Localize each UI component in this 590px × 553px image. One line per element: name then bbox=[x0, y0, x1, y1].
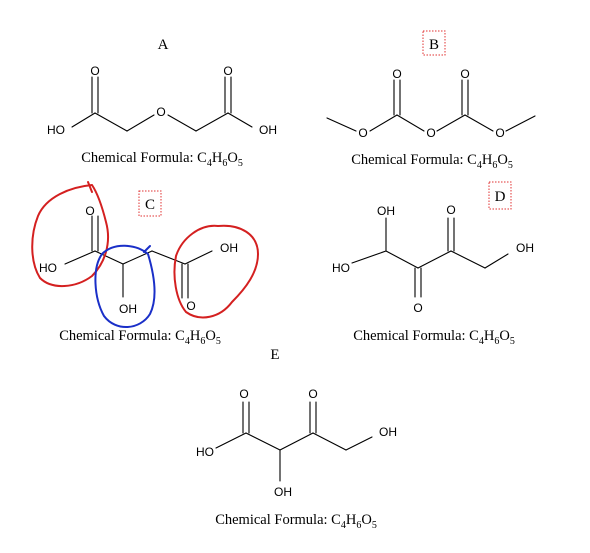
structure-d: D OH O HO O OH Chemical Formula: C4H6O5 bbox=[332, 181, 534, 347]
structure-b-atom-o2: O bbox=[460, 67, 469, 81]
structure-a-label: A bbox=[158, 37, 169, 53]
structure-b-atom-o4: O bbox=[426, 126, 435, 140]
red-annotation-left-carboxyl bbox=[31, 181, 110, 287]
structure-c-formula: Chemical Formula: C4H6O5 bbox=[59, 328, 221, 347]
structure-d-atom-o-bottom: O bbox=[413, 301, 422, 315]
structure-d-atom-oh-right: OH bbox=[516, 241, 534, 255]
structure-c-atom-o-top: O bbox=[85, 204, 94, 218]
structure-a-atom-oh: OH bbox=[259, 123, 277, 137]
structure-a-atom-o-ether: O bbox=[156, 105, 165, 119]
structure-b-bonds bbox=[326, 79, 536, 132]
structure-b-atom-o3: O bbox=[358, 126, 367, 140]
blue-annotation-hydroxyl bbox=[94, 244, 156, 328]
structure-e: E O O HO OH OH Chemical Formula: C4H6O5 bbox=[196, 347, 397, 531]
structure-c-label-box bbox=[138, 190, 162, 217]
structure-b-label: B bbox=[429, 37, 439, 53]
structure-e-atom-ho: HO bbox=[196, 445, 214, 459]
structure-a-formula: Chemical Formula: C4H6O5 bbox=[81, 150, 243, 169]
structure-d-label-box bbox=[488, 181, 512, 210]
structure-e-atom-oh-bottom: OH bbox=[274, 485, 292, 499]
structure-a-atom-o-right: O bbox=[223, 64, 232, 78]
structure-c-atom-ho: HO bbox=[39, 261, 57, 275]
structure-b-atom-o5: O bbox=[495, 126, 504, 140]
structure-a-atom-ho: HO bbox=[47, 123, 65, 137]
structure-e-atom-o-left: O bbox=[239, 387, 248, 401]
structure-d-label: D bbox=[495, 189, 506, 205]
structure-d-atom-ho: HO bbox=[332, 261, 350, 275]
structure-b-formula: Chemical Formula: C4H6O5 bbox=[351, 152, 513, 171]
structure-c-label: C bbox=[145, 197, 155, 213]
structure-d-formula: Chemical Formula: C4H6O5 bbox=[353, 328, 515, 347]
structure-a-atom-o-left: O bbox=[90, 64, 99, 78]
structure-a-bonds bbox=[71, 76, 253, 132]
structure-c: C O HO OH OH O Chemical Formula: C4H6O5 bbox=[31, 181, 259, 347]
structure-d-atom-oh-top: OH bbox=[377, 204, 395, 218]
structure-b-atom-o1: O bbox=[392, 67, 401, 81]
structure-c-atom-o-right: O bbox=[186, 299, 195, 313]
structure-c-atom-oh-right: OH bbox=[220, 241, 238, 255]
structure-b-label-box bbox=[422, 30, 446, 56]
structure-c-atom-oh-mid: OH bbox=[119, 302, 137, 316]
structure-d-atom-o-top: O bbox=[446, 203, 455, 217]
structure-c-bonds bbox=[64, 215, 213, 299]
red-annotation-right-carboxyl bbox=[173, 224, 259, 319]
structure-b: B O O O O O Chemical Formula: C4H6O5 bbox=[326, 30, 536, 171]
structure-e-bonds bbox=[215, 401, 373, 482]
structure-e-atom-oh-right: OH bbox=[379, 425, 397, 439]
structure-e-atom-o-mid: O bbox=[308, 387, 317, 401]
structure-e-label: E bbox=[270, 347, 279, 363]
structure-a: A O O O HO OH Chemical Formula: C4H6O5 bbox=[47, 37, 277, 169]
structure-e-formula: Chemical Formula: C4H6O5 bbox=[215, 512, 377, 531]
structure-d-bonds bbox=[351, 217, 509, 298]
